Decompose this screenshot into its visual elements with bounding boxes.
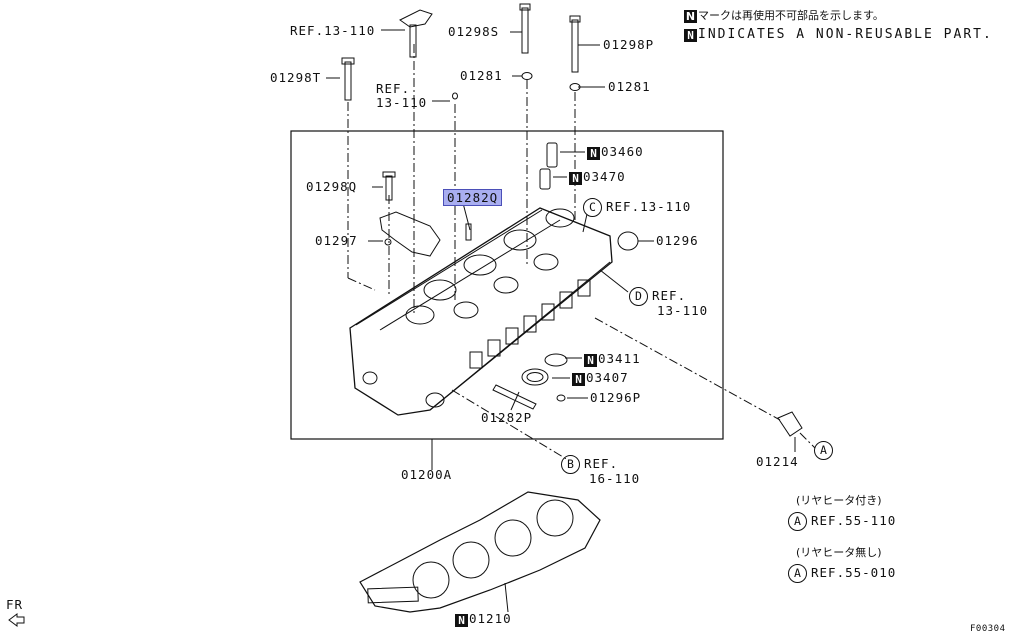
ref-text: REF. [652,288,687,303]
part-number: 03407 [586,370,629,385]
ref-text: REF. [584,456,619,471]
nonreusable-badge: N [455,614,468,627]
legend-en-text: INDICATES A NON-REUSABLE PART. [698,27,993,42]
cylinder-head-outline [349,207,613,416]
part-number: 03411 [598,351,641,366]
nonreusable-badge: N [587,147,600,160]
figure-code: F00304 [970,624,1006,634]
circle-a: A [788,512,807,531]
circle-d: D [629,287,648,306]
nonreusable-badge: N [569,172,582,185]
label-ref-c[interactable]: C REF.13-110 [583,198,691,217]
label-01296[interactable]: 01296 [656,233,699,248]
label-01281-a[interactable]: 01281 [460,68,503,83]
label-ref-a[interactable]: A [814,441,837,460]
circle-c: C [583,198,602,217]
label-ref-d-b[interactable]: 13-110 [657,303,709,318]
part-number: 03460 [601,144,644,159]
assembly-box [290,130,724,440]
circle-b: B [561,455,580,474]
note-heater-without: (リヤヒータ無し) [796,546,882,559]
ref-55-010-link[interactable]: A REF.55-010 [788,564,896,583]
label-01298p[interactable]: 01298P [603,37,655,52]
part-number: 03470 [583,169,626,184]
label-01282p[interactable]: 01282P [481,410,533,425]
legend-jp-text: マークは再使用不可部品を示します。 [698,9,884,22]
label-01200a[interactable]: 01200A [401,467,453,482]
nonreusable-badge: N [572,373,585,386]
label-01282q[interactable]: 01282Q [443,189,503,206]
label-01298q[interactable]: 01298Q [306,179,358,194]
label-01298t[interactable]: 01298T [270,70,322,85]
label-01296p[interactable]: 01296P [590,390,642,405]
highlighted-part-number: 01282Q [443,189,503,206]
note-heater-with: (リヤヒータ付き) [796,494,882,507]
circle-a: A [788,564,807,583]
label-ref-b[interactable]: B REF. [561,455,618,474]
ref-text: REF.55-010 [811,565,897,580]
circle-a: A [814,441,833,460]
label-ref-mid-a[interactable]: REF. [376,81,411,96]
label-01281-b[interactable]: 01281 [608,79,651,94]
head-gasket [359,491,601,613]
label-01214[interactable]: 01214 [756,454,799,469]
ref-55-110-link[interactable]: A REF.55-110 [788,512,896,531]
ref-text: REF.55-110 [811,513,897,528]
label-ref-mid-b[interactable]: 13-110 [376,95,428,110]
label-ref-13-110-top[interactable]: REF.13-110 [290,23,376,38]
ref-text: REF.13-110 [606,199,692,214]
nonreusable-badge: N [584,354,597,367]
label-01298s[interactable]: 01298S [448,24,500,39]
label-ref-d[interactable]: D REF. [629,287,686,306]
label-01297[interactable]: 01297 [315,233,358,248]
fr-label: FR [6,597,24,612]
nonreusable-badge: N [684,10,697,23]
label-ref-b-b[interactable]: 16-110 [589,471,641,486]
nonreusable-badge: N [684,29,697,42]
part-number: 01210 [469,611,512,626]
